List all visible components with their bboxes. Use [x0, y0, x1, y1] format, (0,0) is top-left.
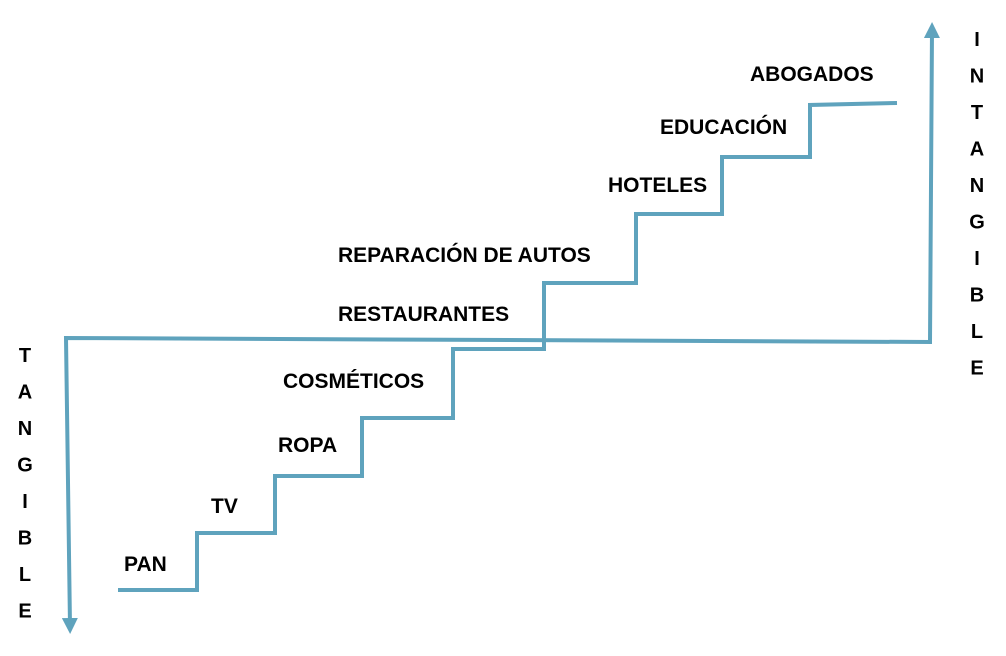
- intangible-letter: N: [970, 175, 984, 197]
- step-label-educacion: EDUCACIÓN: [660, 115, 787, 139]
- tangible-letter: E: [18, 601, 31, 623]
- tangible-letter: I: [22, 491, 28, 513]
- tangible-letter: T: [19, 345, 31, 367]
- tangible-letter: L: [19, 564, 31, 586]
- intangible-letter: I: [974, 248, 980, 270]
- step-label-pan: PAN: [124, 553, 167, 576]
- step-label-tv: TV: [211, 495, 238, 518]
- staircase-line: [118, 101, 898, 592]
- intangible-letter: N: [970, 66, 984, 88]
- step-label-abogados: ABOGADOS: [750, 63, 874, 86]
- intangible-letter: G: [969, 212, 985, 234]
- intangible-letter: E: [970, 358, 983, 380]
- step-label-ropa: ROPA: [278, 434, 337, 457]
- intangible-letter: I: [974, 29, 980, 51]
- tangible-letter: G: [17, 455, 33, 477]
- step-label-restaurantes: RESTAURANTES: [338, 303, 509, 326]
- step-label-reparacion-de-autos: REPARACIÓN DE AUTOS: [338, 243, 591, 267]
- tangible-letter: N: [18, 418, 32, 440]
- tangible-letter: A: [18, 382, 32, 404]
- intangible-letter: L: [971, 321, 983, 343]
- intangible-letter: A: [970, 139, 984, 161]
- tangible-letter: B: [18, 528, 32, 550]
- intangible-letter: B: [970, 285, 984, 307]
- step-label-hoteles: HOTELES: [608, 174, 707, 197]
- tangibility-axis-line: [61, 22, 940, 634]
- step-label-cosmeticos: COSMÉTICOS: [283, 370, 424, 393]
- intangible-letter: T: [971, 102, 983, 124]
